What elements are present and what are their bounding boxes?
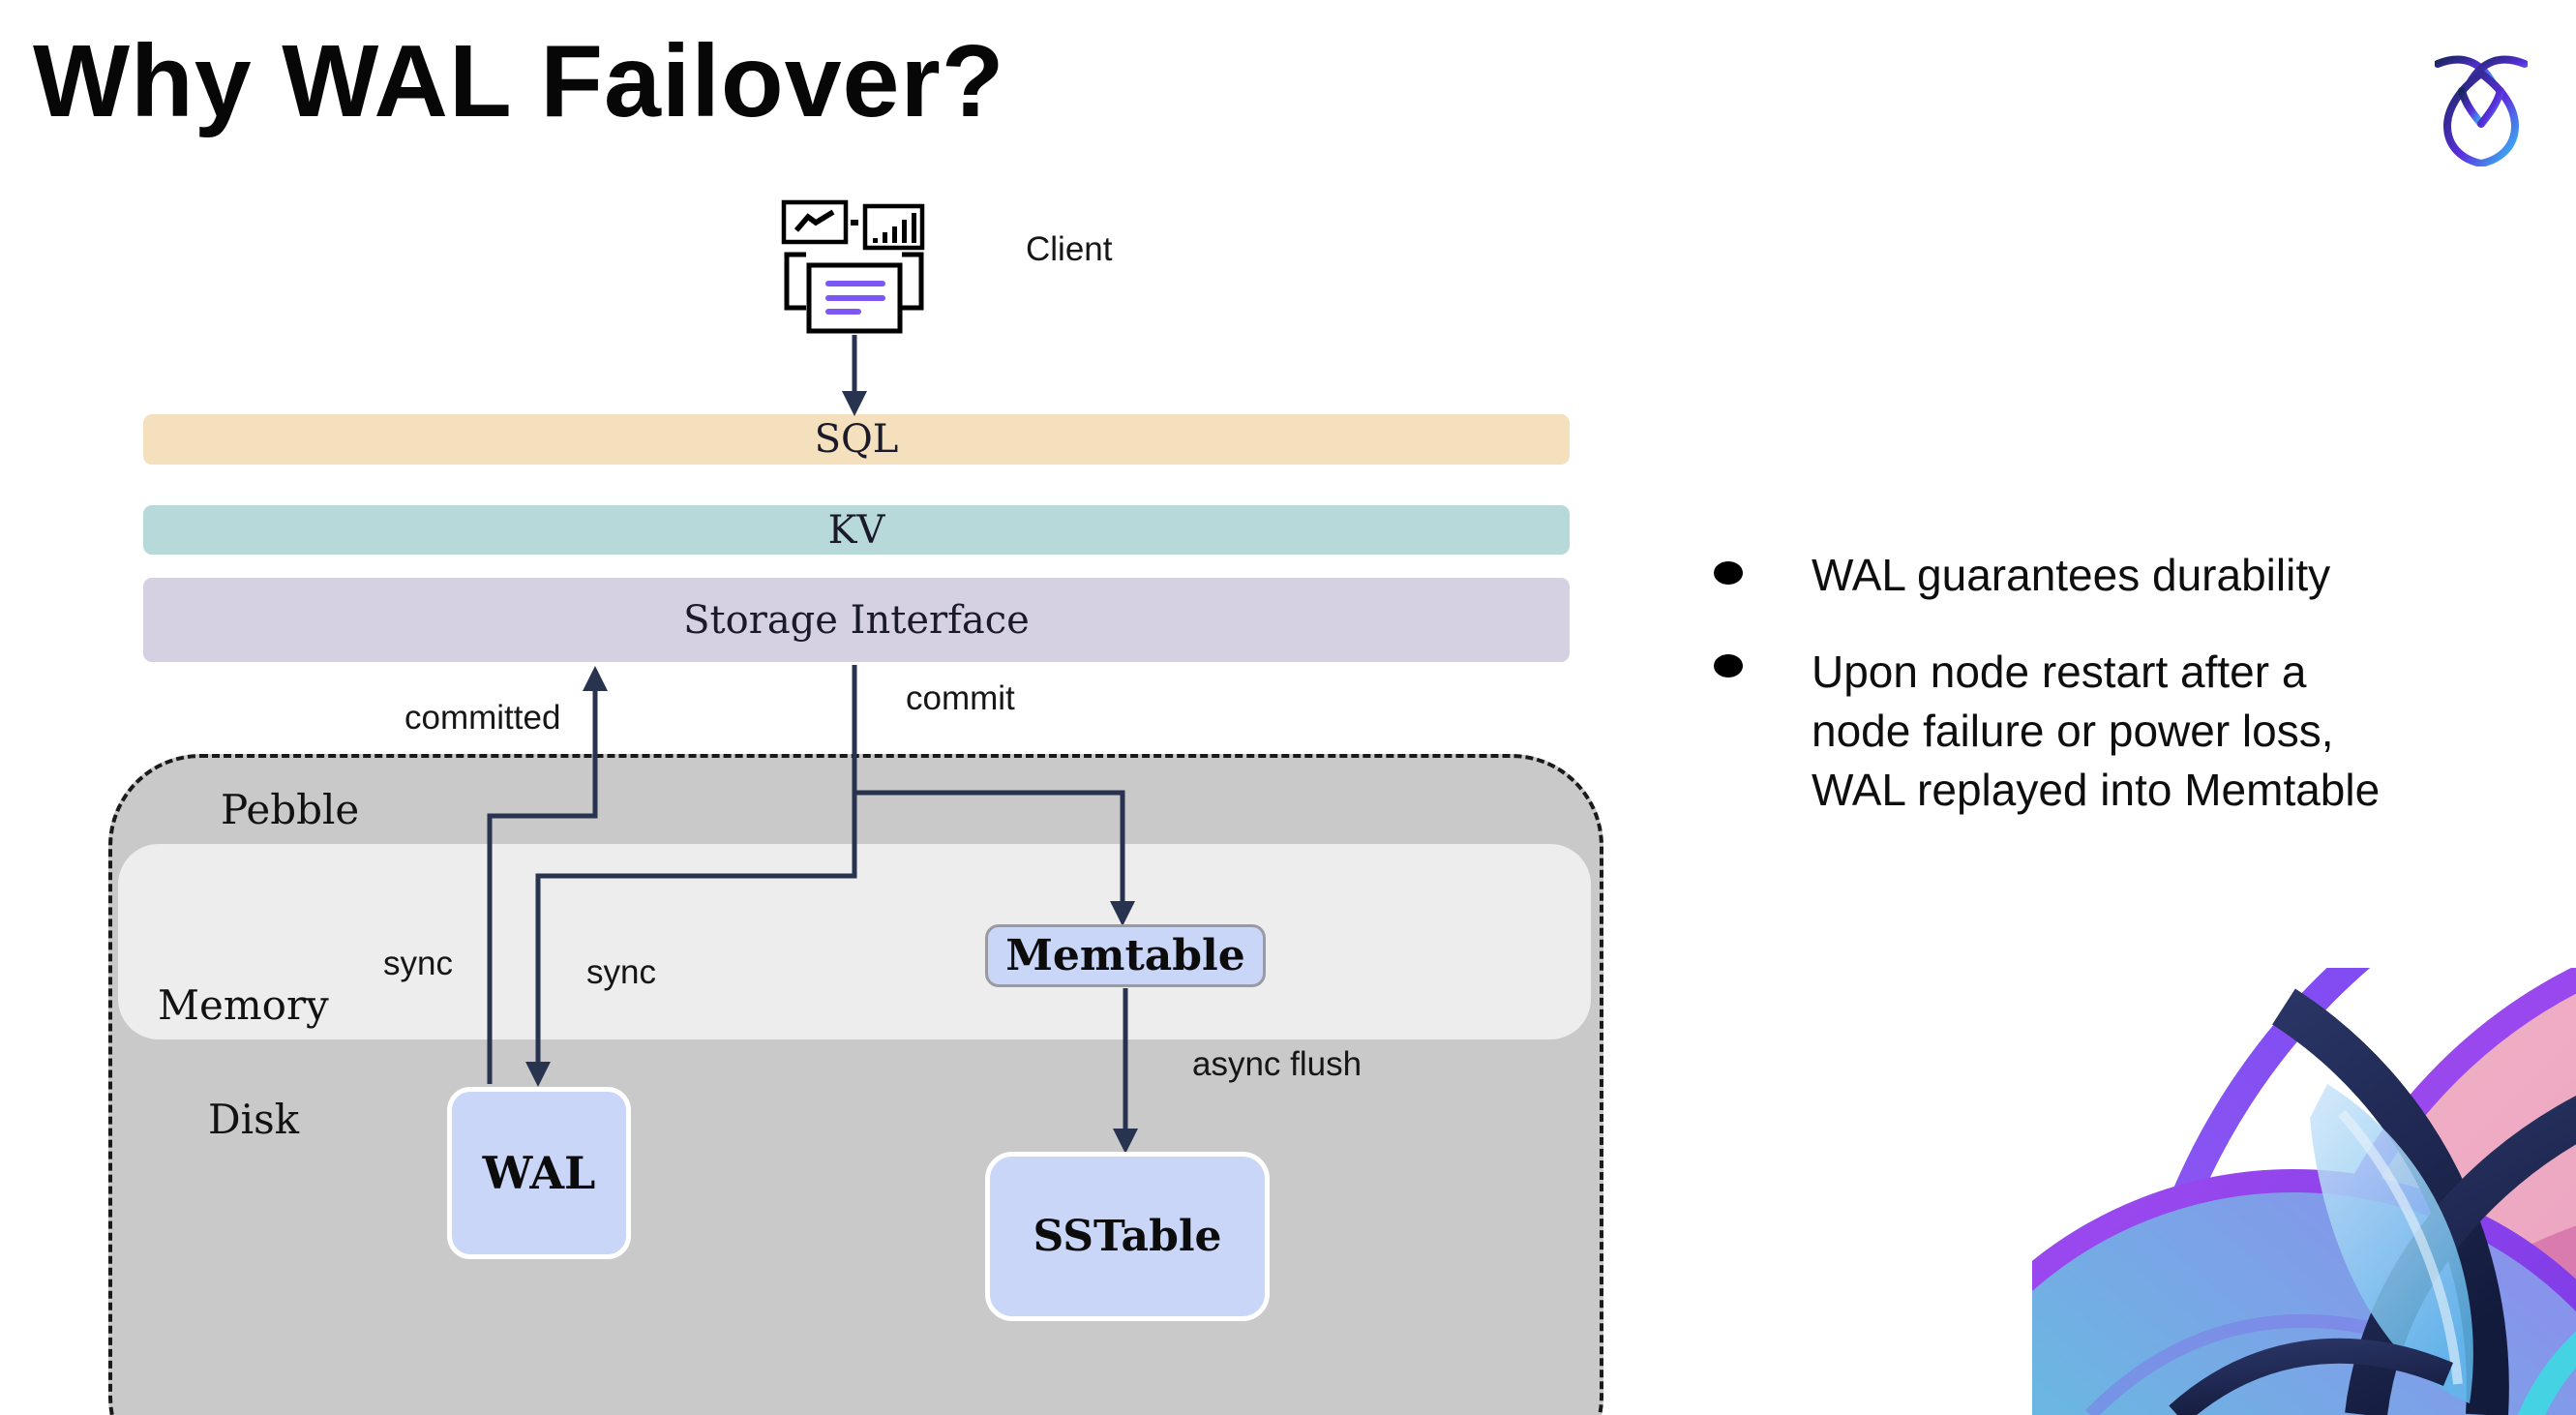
bullet-item: Upon node restart after a node failure o… [1812,647,2381,815]
leaf-motif [2169,988,2576,1415]
layer-label-sql: SQL [814,417,899,462]
line-chart-icon [781,199,849,245]
sstable-node: SSTable [985,1152,1270,1321]
page-title: Why WAL Failover? [33,24,1005,138]
layer-bar-storage-interface: Storage Interface [143,578,1570,662]
layer-bar-kv: KV [143,505,1570,555]
bullet-dot [1714,561,1743,585]
memtable-node: Memtable [985,924,1266,987]
brand-art-graphic [2032,968,2576,1415]
sync-right-edge-label: sync [586,953,656,991]
bar-chart-icon [862,203,925,251]
layer-label-storage-interface: Storage Interface [683,597,1030,643]
layer-label-kv: KV [827,507,885,553]
wal-label: WAL [482,1147,596,1199]
cockroachdb-logo-icon [2435,55,2528,166]
connector-dash [851,220,858,226]
commit-edge-label: commit [906,679,1015,717]
layer-bar-sql: SQL [143,414,1570,465]
sync-left-edge-label: sync [383,945,453,982]
pebble-label: Pebble [221,786,360,833]
memtable-label: Memtable [1005,931,1245,980]
wal-node: WAL [447,1087,631,1259]
committed-edge-label: committed [404,699,561,737]
bullet-item: WAL guarantees durability [1812,550,2331,600]
client-label: Client [1026,230,1113,268]
memory-band [118,844,1591,1039]
roach-mark [2435,55,2528,166]
disk-label: Disk [208,1096,300,1143]
memory-label: Memory [158,981,329,1029]
client-icon [781,199,925,334]
document-icon [784,252,924,334]
async-flush-edge-label: async flush [1192,1045,1363,1083]
sstable-label: SSTable [1033,1212,1222,1261]
bullet-dot [1714,654,1743,677]
